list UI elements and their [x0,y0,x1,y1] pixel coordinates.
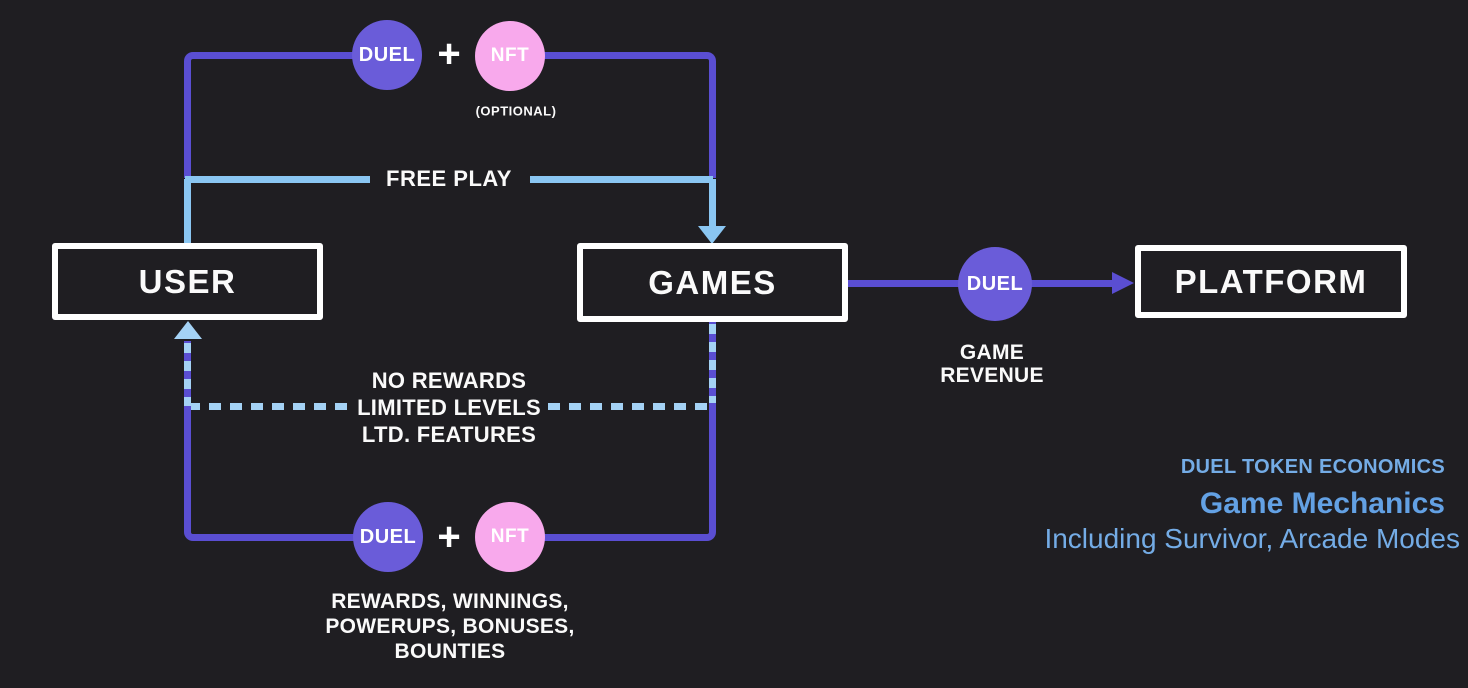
user-box: USER [52,243,323,320]
return-dashes-horizontal-right [548,403,712,410]
duel-token-label: DUEL [359,525,417,548]
duel-token-badge-revenue: DUEL [958,247,1032,321]
plus-icon-top: + [437,32,461,76]
nft-token-label: NFT [490,526,530,547]
free-play-label: FREE PLAY [386,166,512,191]
game-revenue-label: GAME REVENUE [940,341,1044,387]
return-dashes-right [709,324,716,403]
caption-title: Game Mechanics [1199,487,1445,520]
nft-token-badge-top: NFT [475,21,545,91]
rewards-line-3: BOUNTIES [394,640,506,663]
limitations-line-1: NO REWARDS [371,368,527,393]
limitations-line-2: LIMITED LEVELS [357,395,541,420]
limitations-line-3: LTD. FEATURES [361,422,537,447]
platform-box-label: PLATFORM [1174,262,1368,300]
return-dashes-horizontal-left [188,403,352,410]
caption-subtitle: Including Survivor, Arcade Modes [1044,523,1460,554]
nft-token-badge-bottom: NFT [475,502,545,572]
rewards-line-2: POWERUPS, BONUSES, [325,615,575,638]
plus-icon-bottom: + [437,515,461,559]
duel-token-label: DUEL [966,272,1024,295]
duel-token-badge-top: DUEL [352,20,422,90]
arrow-right-into-platform-icon [1112,272,1134,294]
games-box-label: GAMES [648,263,777,301]
user-box-label: USER [138,262,237,300]
game-revenue-line-1: GAME [959,341,1025,364]
rewards-label: REWARDS, WINNINGS, POWERUPS, BONUSES, BO… [325,589,574,664]
optional-note: (OPTIONAL) [475,103,557,119]
free-play-line-user-drop [184,179,191,243]
platform-box: PLATFORM [1135,245,1407,318]
arrow-up-into-user-icon [174,321,202,339]
arrow-down-into-games-icon [698,226,726,244]
free-play-line-games-drop [709,179,716,228]
duel-token-label: DUEL [358,43,416,66]
top-line-gap [420,48,478,64]
bottom-line-gap [420,530,478,546]
rewards-line-1: REWARDS, WINNINGS, [331,590,569,613]
games-box: GAMES [577,243,848,322]
limitations-label: NO REWARDS LIMITED LEVELS LTD. FEATURES [357,367,541,448]
duel-token-badge-bottom: DUEL [353,502,423,572]
nft-token-label: NFT [490,45,530,66]
game-revenue-line-2: REVENUE [940,364,1044,387]
free-play-line-right [530,176,713,183]
return-dashes-left [184,343,191,406]
free-play-line-left [185,176,370,183]
caption-kicker: DUEL TOKEN ECONOMICS [1180,456,1445,478]
